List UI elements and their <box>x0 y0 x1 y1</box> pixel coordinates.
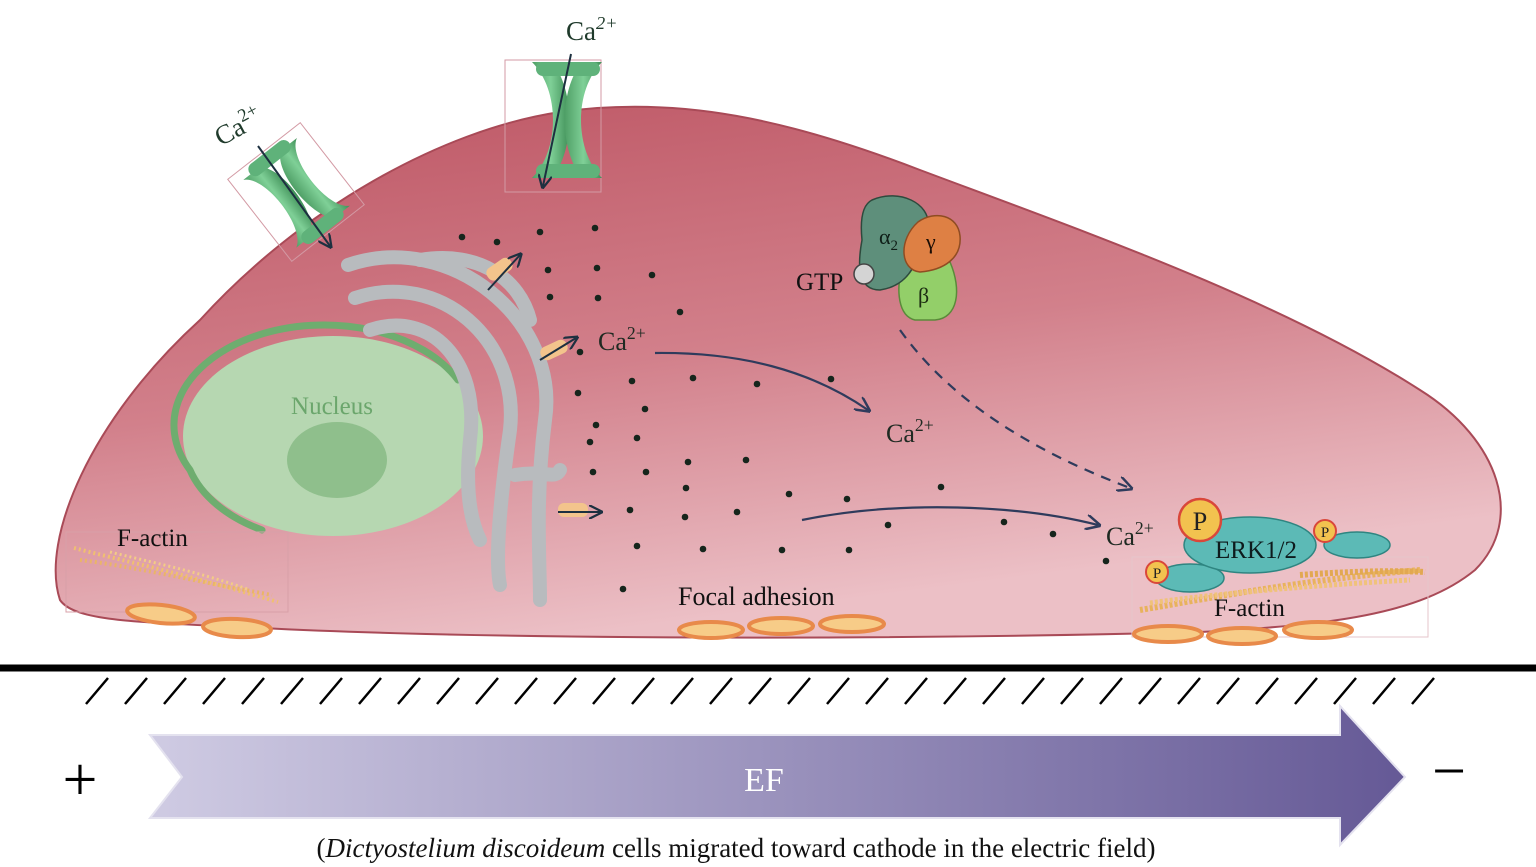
front-region: ERK1/2 P P P F-actin <box>1131 497 1429 638</box>
phospho-left-label: P <box>1153 566 1161 582</box>
ca-flow-arrow-upper <box>654 351 868 410</box>
cathode-minus-label: − <box>1432 738 1466 804</box>
ca-influx-arrow-top <box>543 53 572 186</box>
focal-adhesion-6 <box>1132 624 1204 644</box>
ca-label-front: Ca2+ <box>1106 518 1154 551</box>
g-gamma-label: γ <box>925 229 936 254</box>
g-protein-dashed-arrow <box>899 329 1130 488</box>
focal-adhesion-1 <box>125 602 197 626</box>
er-channel-2 <box>539 338 576 361</box>
nucleus-label: Nucleus <box>291 393 373 420</box>
ca-label-cytosol-2: Ca2+ <box>886 415 934 448</box>
caption: (Dictyostelium discoideum cells migrated… <box>317 833 1156 863</box>
nucleolus <box>287 422 387 498</box>
phospho-right <box>1313 519 1337 543</box>
er-channel-3 <box>558 503 600 517</box>
phospho-right-label: P <box>1321 525 1329 541</box>
ef-arrow: EF <box>147 703 1407 848</box>
ca-label-left: Ca2+ <box>208 99 267 151</box>
f-actin-left-label: F-actin <box>117 525 188 552</box>
focal-adhesion-7 <box>1206 626 1278 646</box>
g-beta-label: β <box>918 283 929 308</box>
er-channel-1 <box>486 255 520 291</box>
gtp-molecule <box>853 263 875 285</box>
nucleus: Nucleus <box>170 321 483 536</box>
focal-adhesion-label: Focal adhesion <box>678 582 835 611</box>
focal-adhesion-2 <box>201 616 273 640</box>
ca-channel-left <box>227 122 365 262</box>
ca-influx-arrow-left <box>257 145 330 246</box>
g-alpha-label: α2 <box>879 224 898 254</box>
g-protein: α2 γ β GTP <box>796 195 961 321</box>
f-actin-left: F-actin <box>65 525 289 613</box>
g-beta-subunit <box>898 261 958 321</box>
ca-flow-arrow-lower <box>801 506 1098 525</box>
focal-adhesion-4 <box>747 616 815 636</box>
ca-label-cytosol-1: Ca2+ <box>598 323 646 356</box>
focal-adhesion-3 <box>677 620 745 640</box>
ef-label: EF <box>744 762 784 799</box>
focal-adhesion-8 <box>1282 620 1354 640</box>
focal-adhesion-5 <box>818 614 886 634</box>
erk-label: ERK1/2 <box>1215 537 1297 564</box>
anode-plus-label: + <box>63 746 98 814</box>
phospho-main-label: P <box>1193 507 1207 536</box>
endoplasmic-reticulum <box>341 250 567 607</box>
substrate-hatching <box>85 677 1435 705</box>
g-gamma-subunit <box>903 214 961 273</box>
phospho-left <box>1145 560 1169 584</box>
erk-small-right <box>1323 531 1391 559</box>
phospho-main <box>1177 497 1223 543</box>
calcium-ions <box>458 224 1110 593</box>
gtp-label: GTP <box>796 269 843 296</box>
ca-label-top: Ca2+ <box>566 13 618 46</box>
focal-adhesions <box>125 602 1354 646</box>
f-actin-right-label: F-actin <box>1214 595 1285 622</box>
